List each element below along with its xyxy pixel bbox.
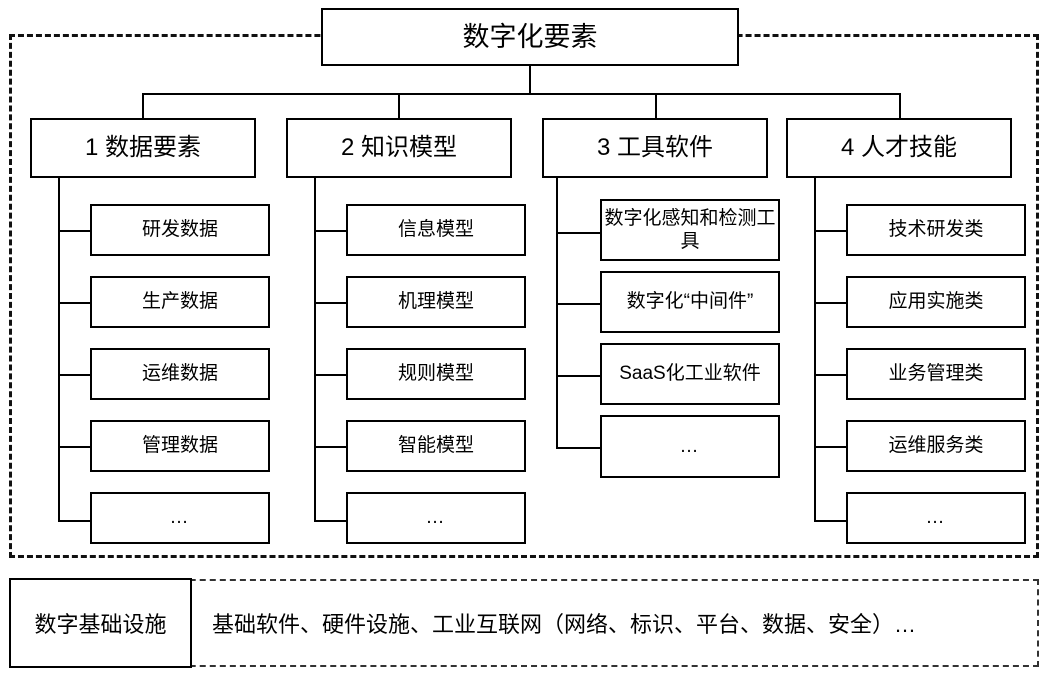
- root-node-label: 数字化要素: [462, 21, 598, 52]
- category-label-1: 1 数据要素: [84, 134, 201, 162]
- connector-stub-2-3: [314, 374, 348, 376]
- category-label-3: 3 工具软件: [596, 134, 713, 162]
- leaf-label-1-4: 管理数据: [141, 435, 218, 457]
- root-node-digital-elements[interactable]: 数字化要素: [321, 8, 739, 66]
- category-node-4[interactable]: 4 人才技能: [786, 118, 1012, 178]
- leaf-label-3-2: 数字化“中间件”: [626, 291, 754, 313]
- leaf-node-2-5[interactable]: …: [346, 492, 526, 544]
- connector-stub-1-4: [58, 446, 92, 448]
- leaf-node-4-3[interactable]: 业务管理类: [846, 348, 1026, 400]
- leaf-label-4-2: 应用实施类: [888, 291, 984, 313]
- leaf-label-3-1: 数字化感知和检测工具: [604, 207, 776, 252]
- leaf-node-2-4[interactable]: 智能模型: [346, 420, 526, 472]
- leaf-label-3-3: SaaS化工业软件: [619, 363, 761, 385]
- infrastructure-label: 数字基础设施: [34, 612, 167, 637]
- leaf-node-4-2[interactable]: 应用实施类: [846, 276, 1026, 328]
- connector-spine-category-2: [314, 178, 316, 522]
- category-label-2: 2 知识模型: [340, 134, 457, 162]
- leaf-label-4-3: 业务管理类: [888, 363, 984, 385]
- connector-spine-category-1: [58, 178, 60, 522]
- connector-stub-3-1: [556, 232, 602, 234]
- leaf-node-4-4[interactable]: 运维服务类: [846, 420, 1026, 472]
- connector-stub-4-1: [814, 230, 848, 232]
- leaf-node-2-1[interactable]: 信息模型: [346, 204, 526, 256]
- category-node-1[interactable]: 1 数据要素: [30, 118, 256, 178]
- category-label-4: 4 人才技能: [840, 134, 957, 162]
- connector-stub-1-3: [58, 374, 92, 376]
- connector-stub-2-4: [314, 446, 348, 448]
- connector-stub-4-3: [814, 374, 848, 376]
- leaf-label-2-4: 智能模型: [397, 435, 474, 457]
- connector-stub-1-1: [58, 230, 92, 232]
- leaf-node-1-1[interactable]: 研发数据: [90, 204, 270, 256]
- connector-stub-2-5: [314, 520, 348, 522]
- leaf-node-1-5[interactable]: …: [90, 492, 270, 544]
- leaf-label-3-4: …: [679, 435, 701, 457]
- connector-stub-2-1: [314, 230, 348, 232]
- leaf-node-2-2[interactable]: 机理模型: [346, 276, 526, 328]
- leaf-node-4-1[interactable]: 技术研发类: [846, 204, 1026, 256]
- connector-category-bus: [142, 93, 901, 95]
- infrastructure-content-text: 基础软件、硬件设施、工业互联网（网络、标识、平台、数据、安全）…: [212, 612, 917, 637]
- leaf-node-4-5[interactable]: …: [846, 492, 1026, 544]
- category-node-2[interactable]: 2 知识模型: [286, 118, 512, 178]
- leaf-label-1-5: …: [169, 507, 191, 529]
- infrastructure-content: 基础软件、硬件设施、工业互联网（网络、标识、平台、数据、安全）…: [212, 578, 1028, 668]
- connector-stub-2-2: [314, 302, 348, 304]
- connector-stub-4-2: [814, 302, 848, 304]
- leaf-label-1-1: 研发数据: [141, 219, 218, 241]
- connector-stub-1-5: [58, 520, 92, 522]
- connector-drop-category-4: [899, 93, 901, 118]
- leaf-node-1-4[interactable]: 管理数据: [90, 420, 270, 472]
- leaf-label-2-1: 信息模型: [397, 219, 474, 241]
- connector-stub-4-4: [814, 446, 848, 448]
- leaf-node-1-3[interactable]: 运维数据: [90, 348, 270, 400]
- connector-stub-3-2: [556, 303, 602, 305]
- connector-spine-category-3: [556, 178, 558, 449]
- leaf-node-2-3[interactable]: 规则模型: [346, 348, 526, 400]
- connector-drop-category-3: [655, 93, 657, 118]
- connector-stub-3-3: [556, 375, 602, 377]
- category-node-3[interactable]: 3 工具软件: [542, 118, 768, 178]
- leaf-node-1-2[interactable]: 生产数据: [90, 276, 270, 328]
- connector-root-drop: [529, 66, 531, 93]
- connector-drop-category-1: [142, 93, 144, 118]
- connector-stub-1-2: [58, 302, 92, 304]
- leaf-node-3-3[interactable]: SaaS化工业软件: [600, 343, 780, 405]
- leaf-label-1-3: 运维数据: [141, 363, 218, 385]
- leaf-label-4-4: 运维服务类: [888, 435, 984, 457]
- leaf-node-3-1[interactable]: 数字化感知和检测工具: [600, 199, 780, 261]
- leaf-label-2-2: 机理模型: [397, 291, 474, 313]
- infrastructure-label-box[interactable]: 数字基础设施: [9, 578, 192, 668]
- leaf-label-4-1: 技术研发类: [888, 219, 984, 241]
- connector-stub-3-4: [556, 447, 602, 449]
- leaf-label-2-3: 规则模型: [397, 363, 474, 385]
- leaf-label-1-2: 生产数据: [141, 291, 218, 313]
- connector-spine-category-4: [814, 178, 816, 522]
- leaf-label-4-5: …: [925, 507, 947, 529]
- connector-drop-category-2: [398, 93, 400, 118]
- leaf-label-2-5: …: [425, 507, 447, 529]
- connector-stub-4-5: [814, 520, 848, 522]
- leaf-node-3-2[interactable]: 数字化“中间件”: [600, 271, 780, 333]
- leaf-node-3-4[interactable]: …: [600, 415, 780, 478]
